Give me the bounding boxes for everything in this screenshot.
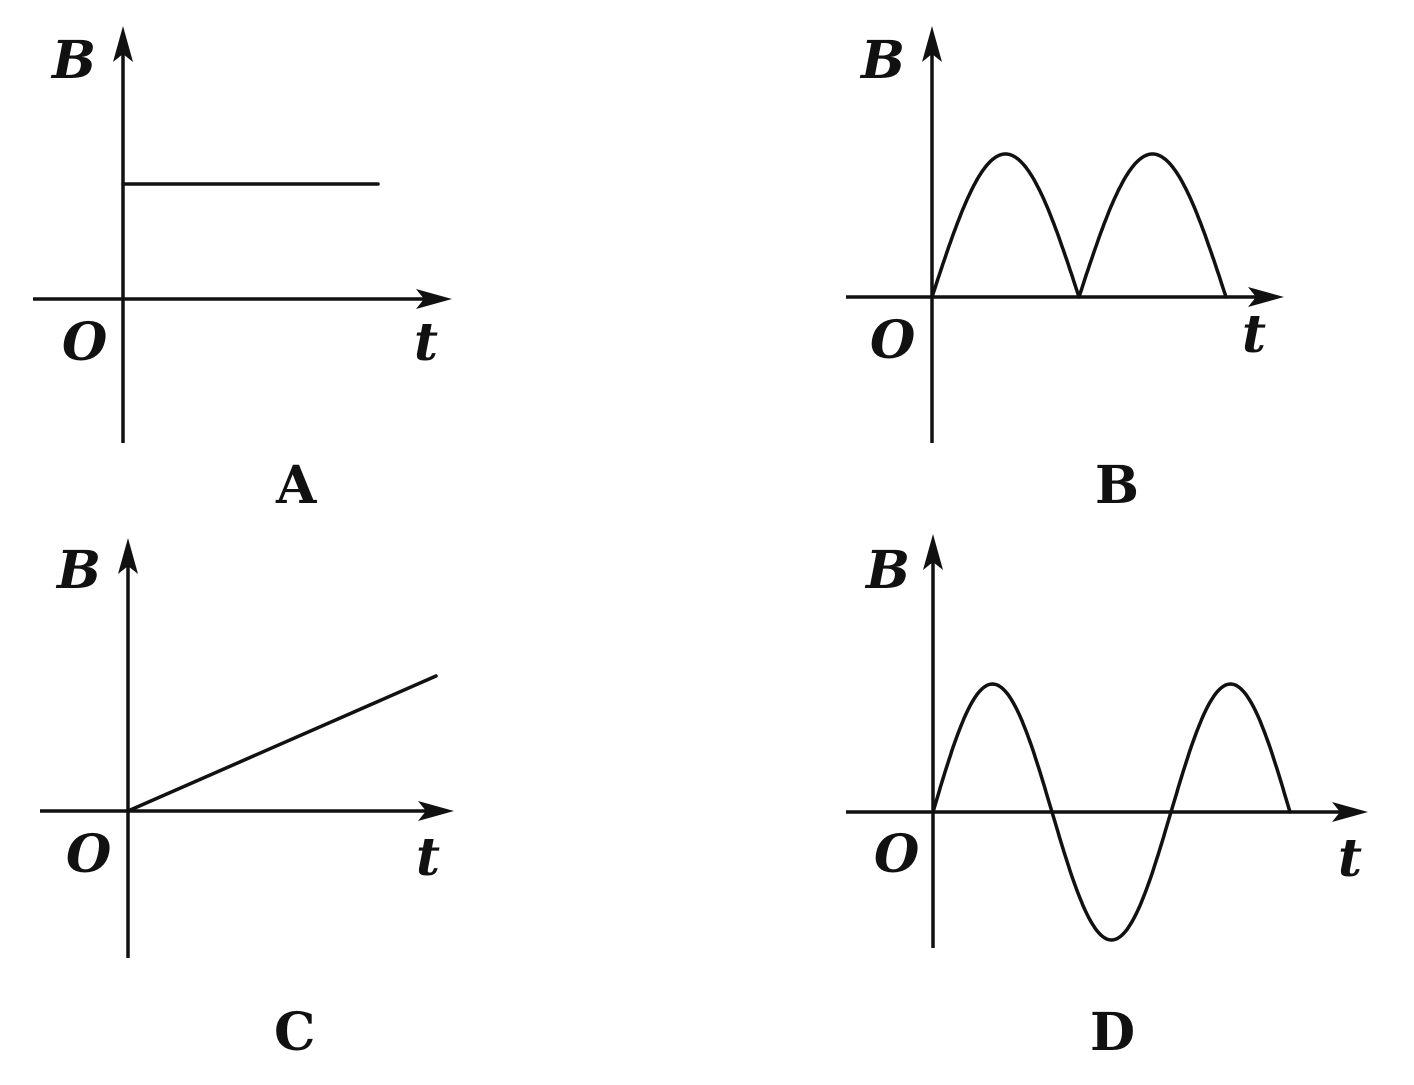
panel-b-series-line — [930, 152, 1228, 299]
panel-a-y-label: B — [50, 30, 96, 91]
panel-a-origin-label: O — [62, 312, 107, 373]
panel-a: B O t A — [33, 26, 452, 516]
panel-a-x-arrow — [416, 289, 452, 309]
panel-b-y-label: B — [859, 30, 905, 91]
panel-a-x-label: t — [414, 312, 438, 373]
panel-c-x-arrow — [418, 801, 454, 821]
panel-b-caption: B — [1095, 455, 1139, 516]
panel-b-x-label: t — [1242, 304, 1266, 365]
panel-b: B O t B — [846, 26, 1284, 516]
panel-b-origin-label: O — [870, 310, 915, 371]
panel-c-origin-label: O — [66, 824, 111, 885]
panel-c-y-label: B — [55, 540, 101, 601]
panel-a-y-arrow — [113, 26, 133, 62]
panel-d-series-line — [931, 682, 1292, 942]
panel-d-y-arrow — [923, 534, 943, 570]
panel-d-caption: D — [1090, 1002, 1135, 1063]
panel-c-series-line — [126, 674, 438, 813]
panel-d-x-label: t — [1338, 828, 1362, 889]
panel-d-origin-label: O — [874, 824, 919, 885]
panel-d-y-label: B — [864, 540, 910, 601]
panel-c-caption: C — [274, 1002, 315, 1063]
panel-d-x-arrow — [1332, 802, 1368, 822]
panel-b-y-arrow — [922, 26, 942, 62]
panel-b-x-arrow — [1248, 287, 1284, 307]
panel-c-x-label: t — [416, 827, 440, 888]
panel-d: B O t D — [846, 534, 1368, 1063]
panel-c: B O t C — [40, 538, 454, 1063]
panel-c-y-arrow — [118, 538, 138, 574]
panel-a-caption: A — [275, 455, 317, 516]
